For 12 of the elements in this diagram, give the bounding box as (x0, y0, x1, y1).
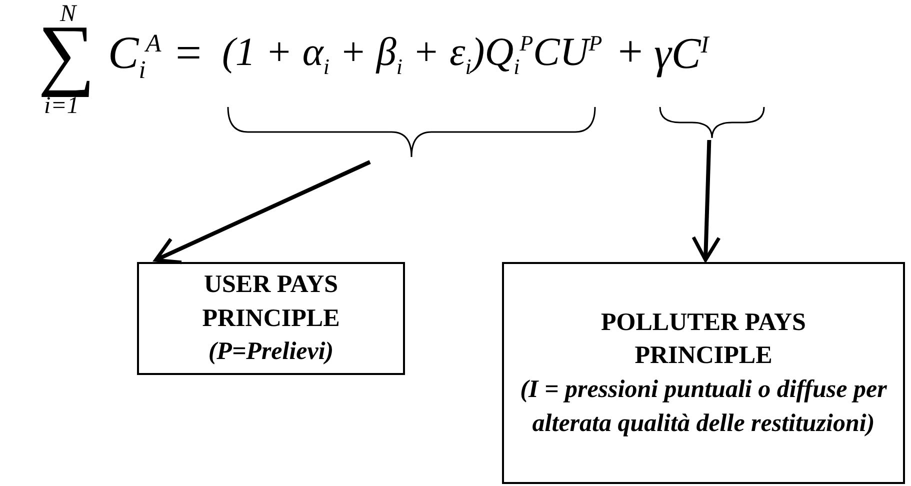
principle-box (137, 262, 405, 375)
principle-box (502, 262, 905, 484)
formula-term: C$_{i}$$^{A}$ = (108, 30, 204, 84)
principle-title: USER PAYS PRINCIPLE (201, 270, 341, 334)
arrow (692, 140, 721, 262)
arrow (154, 160, 371, 264)
principle-note: (P=Prelievi) (208, 337, 334, 368)
formula-term: γC$^{I}$ (654, 32, 709, 76)
principle-note: (I = pressioni puntuali o diffuse per alterata qualità delle restituzioni) (519, 375, 888, 439)
principle-title: POLLUTER PAYS PRINCIPLE (600, 308, 807, 372)
plus-sign: + (618, 30, 643, 74)
formula-term: (1 + α$_{i}$ + β$_{i}$ + ε$_{i}$)Q$_{i}$$^{P}$CU$^{P}$ (222, 32, 602, 78)
